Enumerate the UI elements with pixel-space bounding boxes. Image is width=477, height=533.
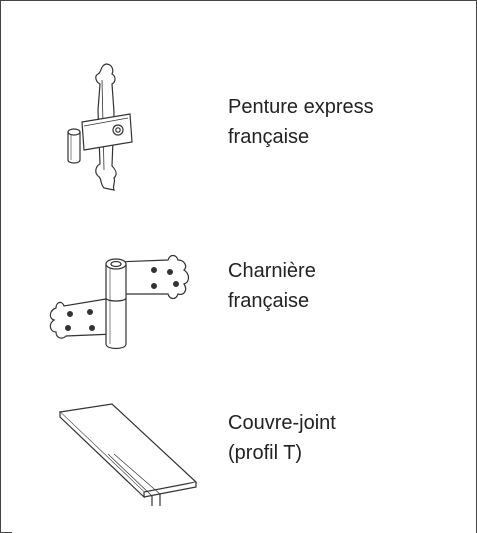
frame-top-border (0, 0, 477, 1)
item-label: Couvre-joint (profil T) (228, 412, 336, 464)
express-hinge-icon (58, 60, 158, 200)
frame-left-border (0, 0, 1, 533)
t-profile-cover-icon (48, 396, 208, 506)
item-label: Penture express française (228, 96, 374, 148)
french-hinge-icon (42, 248, 212, 368)
item-label: Charnière française (228, 260, 316, 312)
